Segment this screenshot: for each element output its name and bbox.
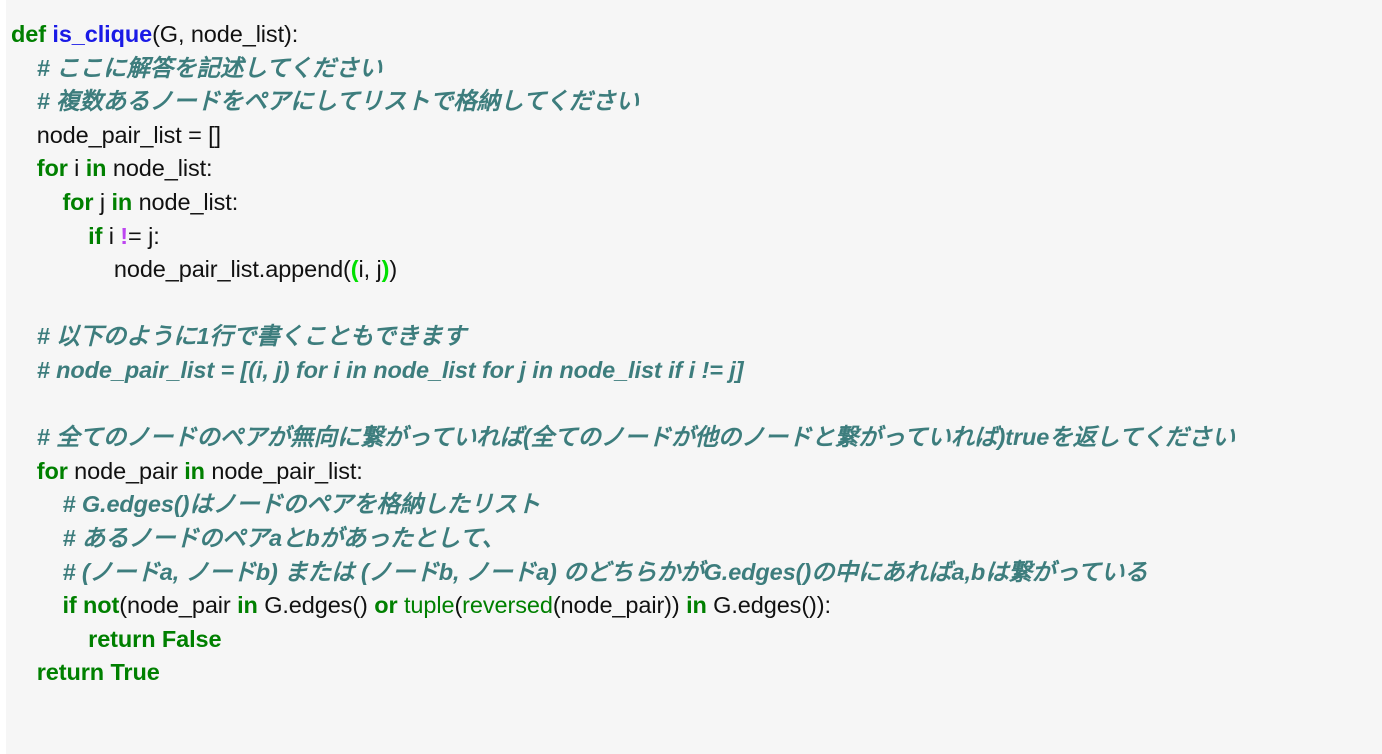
code-token-kw: for xyxy=(36,457,68,484)
code-line[interactable]: if not(node_pair in G.edges() or tuple(r… xyxy=(6,589,1382,623)
code-token-plain: i xyxy=(102,222,121,249)
code-indent xyxy=(11,424,37,450)
code-line[interactable]: node_pair_list = [] xyxy=(6,119,1382,153)
code-content[interactable]: def is_clique(G, node_list): # ここに解答を記述し… xyxy=(6,18,1382,690)
code-token-bracket-hl: ) xyxy=(381,256,390,283)
code-token-kw: in xyxy=(686,592,707,619)
code-indent xyxy=(11,659,37,685)
code-indent xyxy=(11,491,62,517)
code-line[interactable]: for node_pair in node_pair_list: xyxy=(6,455,1382,489)
code-token-kw: if xyxy=(88,222,103,249)
code-token-plain: i xyxy=(67,155,86,182)
code-token-kw: for xyxy=(62,188,94,215)
code-indent xyxy=(11,155,37,181)
code-line[interactable]: # ここに解答を記述してください xyxy=(6,52,1382,86)
code-token-comment: # G.edges()はノードのペアを格納したリスト xyxy=(62,491,541,518)
code-indent xyxy=(11,357,37,383)
code-indent xyxy=(11,122,37,148)
code-token-plain: G.edges() xyxy=(257,592,375,619)
code-token-kw: False xyxy=(161,625,222,652)
code-line[interactable]: # (ノードa, ノードb) または (ノードb, ノードa) のどちらかがG.… xyxy=(6,556,1382,590)
code-token-kw: return xyxy=(88,625,156,652)
code-line[interactable]: # 全てのノードのペアが無向に繋がっていれば(全てのノードが他のノードと繋がって… xyxy=(6,421,1382,455)
code-indent xyxy=(11,592,62,618)
code-token-plain: node_pair_list: xyxy=(204,457,363,484)
code-token-builtin: reversed xyxy=(462,592,553,619)
code-token-plain: (node_pair)) xyxy=(552,592,687,619)
code-line-blank[interactable] xyxy=(6,287,1382,321)
code-indent xyxy=(11,323,37,349)
code-token-kw: True xyxy=(110,659,160,686)
code-token-kw: if xyxy=(62,592,77,619)
code-token-comment: # (ノードa, ノードb) または (ノードb, ノードa) のどちらかがG.… xyxy=(62,558,1148,585)
code-token-kw: in xyxy=(237,592,258,619)
code-token-comment: # 以下のように1行で書くこともできます xyxy=(36,323,466,350)
code-indent xyxy=(11,223,88,249)
code-line[interactable]: return True xyxy=(6,656,1382,690)
code-line[interactable]: for i in node_list: xyxy=(6,152,1382,186)
code-token-op-hl: ! xyxy=(120,222,129,249)
code-token-plain: node_pair_list = [] xyxy=(36,121,221,148)
code-line[interactable]: def is_clique(G, node_list): xyxy=(6,18,1382,52)
code-line-blank[interactable] xyxy=(6,388,1382,422)
code-indent xyxy=(11,55,37,81)
code-token-kw: def xyxy=(11,21,46,47)
code-line[interactable]: # node_pair_list = [(i, j) for i in node… xyxy=(6,354,1382,388)
code-token-plain: node_list: xyxy=(132,188,239,215)
code-indent xyxy=(11,458,37,484)
code-indent xyxy=(11,559,62,585)
code-token-plain: G.edges()): xyxy=(706,592,831,619)
code-token-comment: # ここに解答を記述してください xyxy=(36,54,383,81)
code-token-plain: node_pair xyxy=(67,457,185,484)
code-token-plain: i, j xyxy=(358,256,382,283)
code-token-kw: in xyxy=(111,188,133,215)
code-line[interactable]: return False xyxy=(6,623,1382,657)
code-line[interactable]: # G.edges()はノードのペアを格納したリスト xyxy=(6,488,1382,522)
code-token-kw: or xyxy=(374,592,398,619)
code-line[interactable]: # 複数あるノードをペアにしてリストで格納してください xyxy=(6,85,1382,119)
code-token-comment: # あるノードのペアaとbがあったとして、 xyxy=(62,524,505,551)
code-token-plain: node_pair_list.append( xyxy=(113,256,351,283)
code-token-comment: # 複数あるノードをペアにしてリストで格納してください xyxy=(36,88,640,115)
code-token-bracket-hl: ( xyxy=(350,256,359,283)
code-token-comment: # node_pair_list = [(i, j) for i in node… xyxy=(36,356,744,383)
code-token-plain: node_list: xyxy=(106,155,213,182)
code-token-kw: not xyxy=(83,592,120,619)
code-line[interactable]: if i != j: xyxy=(6,220,1382,254)
code-line[interactable]: node_pair_list.append((i, j)) xyxy=(6,253,1382,287)
code-token-plain: (G, node_list): xyxy=(152,21,299,47)
code-token-kw: in xyxy=(85,155,107,182)
code-indent xyxy=(11,525,62,551)
code-indent xyxy=(11,88,37,114)
code-token-fname: is_clique xyxy=(52,21,153,47)
code-token-plain: j xyxy=(93,188,112,215)
code-token-kw: for xyxy=(36,155,68,182)
code-line[interactable]: for j in node_list: xyxy=(6,186,1382,220)
code-indent xyxy=(11,626,88,652)
code-token-builtin: tuple xyxy=(403,592,455,619)
code-token-kw: in xyxy=(184,457,205,484)
code-token-comment: # 全てのノードのペアが無向に繋がっていれば(全てのノードが他のノードと繋がって… xyxy=(36,424,1236,451)
code-token-kw: return xyxy=(36,659,105,686)
code-token-plain: ) xyxy=(389,256,398,283)
code-token-plain: (node_pair xyxy=(119,592,238,619)
code-line[interactable]: # 以下のように1行で書くこともできます xyxy=(6,320,1382,354)
code-indent xyxy=(11,189,62,215)
code-token-plain: ( xyxy=(454,592,463,619)
code-indent xyxy=(11,256,114,282)
code-token-plain: = j: xyxy=(128,222,160,249)
code-line[interactable]: # あるノードのペアaとbがあったとして、 xyxy=(6,522,1382,556)
